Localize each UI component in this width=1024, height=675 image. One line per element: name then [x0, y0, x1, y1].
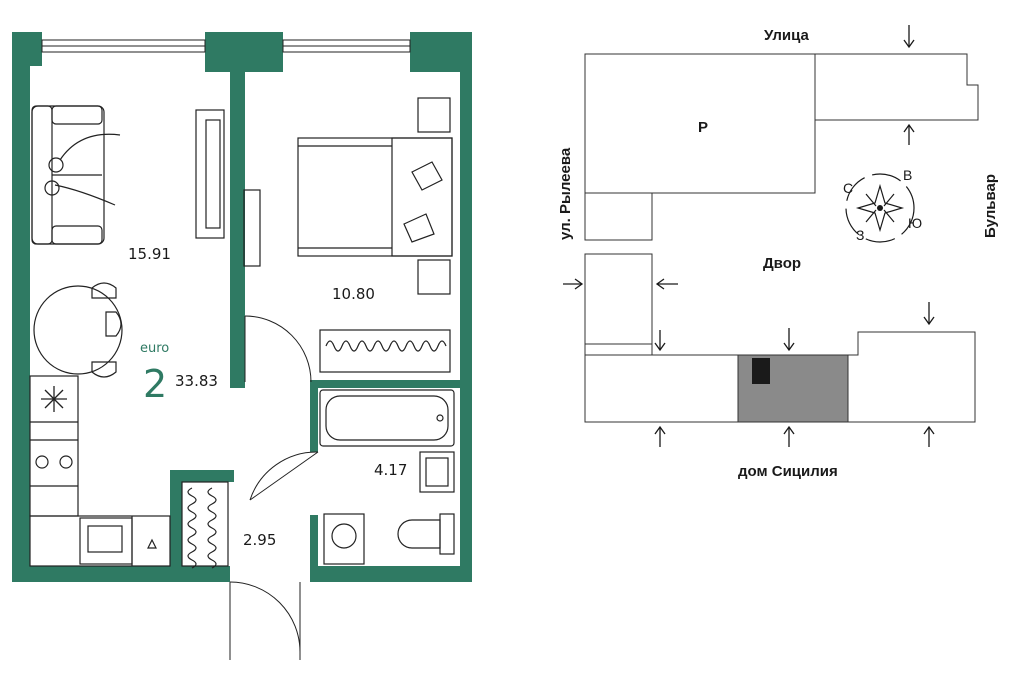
apartment-marker [752, 358, 770, 384]
windows [41, 39, 411, 53]
entrance-arrows [563, 25, 935, 447]
compass-icon: С В Ю З [843, 167, 922, 243]
tv-panel-icon [243, 189, 261, 267]
arrow-down-icon [783, 328, 795, 352]
total-area-label: 33.83 [175, 372, 218, 390]
compass-east: В [903, 167, 912, 183]
floor-plan: 15.91 10.80 4.17 2.95 euro 2 33.83 [12, 32, 472, 660]
house-label: дом Сицилия [738, 463, 838, 480]
sink-icon [419, 451, 455, 493]
kitchen-counter-icon [29, 375, 171, 567]
street-left-label: ул. Рылеева [557, 147, 574, 240]
wardrobe-icon [319, 329, 451, 373]
site-plan [584, 53, 979, 423]
parking-building [584, 53, 816, 194]
arrow-up-icon [923, 425, 935, 447]
compass-west: З [856, 227, 864, 243]
hallway-wardrobe-icon [181, 481, 229, 569]
washing-machine-icon [323, 513, 365, 565]
bed-icon [297, 97, 453, 295]
bathroom-area-label: 4.17 [374, 461, 407, 479]
tv-stand-icon [195, 109, 225, 239]
compass-south: Ю [908, 215, 922, 231]
arrow-down-icon [903, 25, 915, 49]
boulevard-label: Бульвар [982, 174, 999, 238]
bathtub-icon [319, 389, 455, 447]
small-block [584, 192, 653, 241]
snowflake-icon [41, 386, 67, 412]
arrow-up-icon [903, 123, 915, 145]
yard-label: Двор [763, 255, 801, 272]
west-building [584, 253, 653, 356]
arrow-up-icon [783, 425, 795, 447]
parking-label: Р [698, 119, 708, 136]
arrow-down-icon [923, 302, 935, 326]
exterior-walls [12, 32, 472, 582]
sofa-icon [31, 105, 121, 245]
arrow-left-icon [655, 278, 678, 290]
rooms-count-label: 2 [143, 362, 167, 406]
hallway-area-label: 2.95 [243, 531, 276, 549]
arrow-up-icon [654, 425, 666, 447]
street-label: Улица [764, 27, 810, 44]
house-sicily-building [584, 331, 976, 423]
toilet-icon [397, 513, 455, 555]
layout-type-label: euro [140, 341, 169, 356]
arrow-right-icon [563, 278, 584, 290]
living-room-area-label: 15.91 [128, 245, 171, 263]
doors [229, 315, 319, 660]
compass-north: С [843, 180, 853, 196]
bedroom-area-label: 10.80 [332, 285, 375, 303]
dining-table-icon [33, 282, 123, 378]
arrow-down-icon [654, 330, 666, 352]
north-building [815, 53, 979, 121]
